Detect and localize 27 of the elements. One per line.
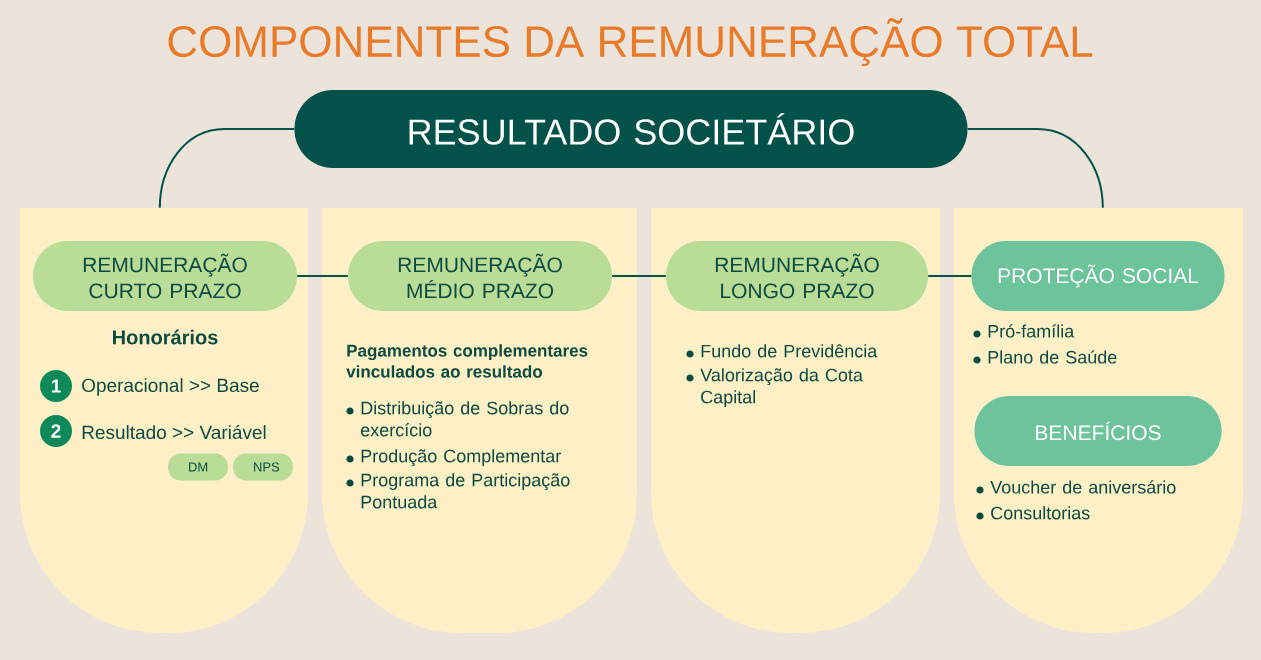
category-pill: REMUNERAÇÃO MÉDIO PRAZO [348,241,612,311]
category-pill: BENEFÍCIOS [974,396,1222,466]
number-badge: 2 [40,415,72,447]
category-pill: REMUNERAÇÃO CURTO PRAZO [33,241,297,311]
list-item: Produção Complementar [361,449,561,467]
category-pill: REMUNERAÇÃO LONGO PRAZO [666,241,928,311]
list-item: Programa de Participação Pontuada [361,473,570,509]
list-item: Valorização da Cota Capital [700,368,863,407]
list-item: Voucher de aniversário [990,480,1176,494]
number-badge: 1 [40,370,72,402]
title: COMPONENTES DA REMUNERAÇÃO TOTAL [168,18,1093,66]
connector-line [611,275,667,277]
connector-line [927,275,973,277]
list-item: Consultorias [991,506,1090,520]
connector-line [966,128,1104,209]
list-item: Operacional >> Base [82,378,259,396]
list-item: Fundo de Previdência [701,344,878,358]
category-pill: PROTEÇÃO SOCIAL [971,241,1225,311]
list-item: Pró-família [988,324,1075,338]
connector-line [296,275,349,277]
list-item: Distribuição de Sobras do exercício [361,401,569,437]
heading-pill: RESULTADO SOCIETÁRIO [294,90,968,168]
heading: Honorários [113,329,218,345]
list-item: Resultado >> Variável [82,424,266,440]
heading: Pagamentos complementares vinculados ao resultado [346,344,588,378]
list-item: Plano de Saúde [988,350,1117,364]
connector-line [158,128,296,209]
